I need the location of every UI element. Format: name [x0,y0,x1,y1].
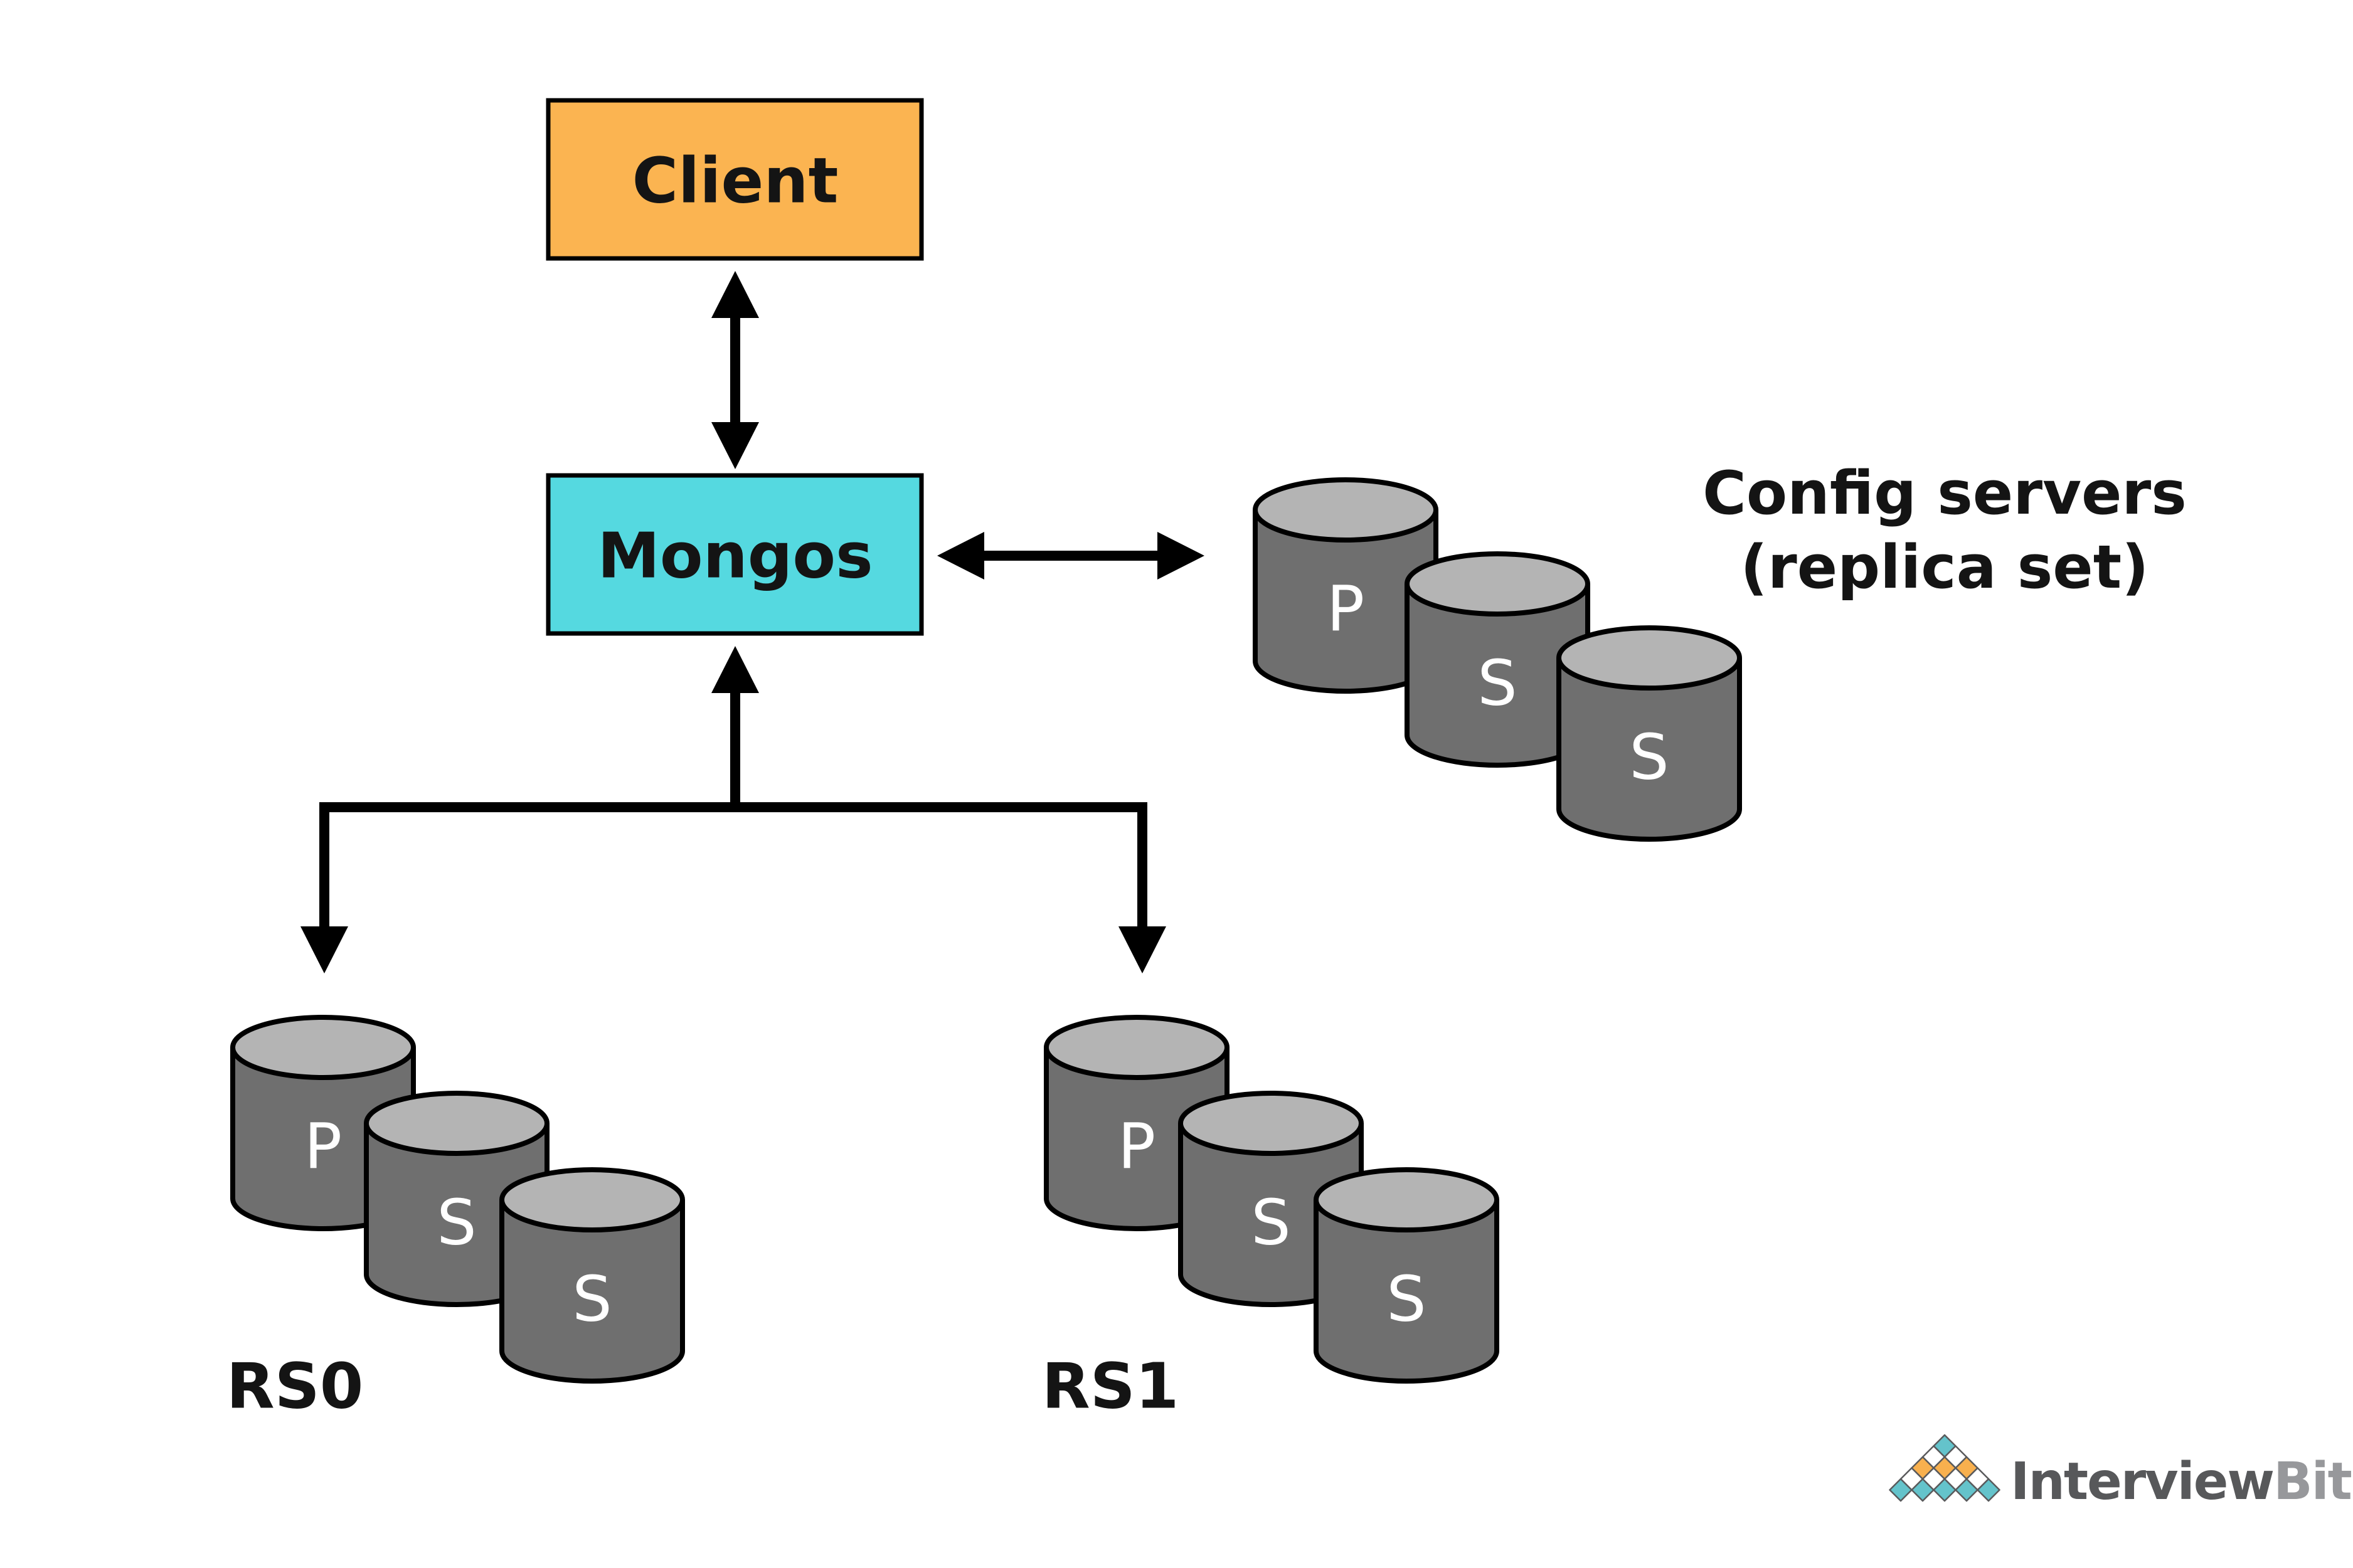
client-box [546,98,924,261]
arrowhead-up-icon [711,271,759,318]
mongos-shards-arrows [300,646,1166,973]
node-role-letter: P [1327,573,1364,646]
arrowhead-down-icon [1118,926,1166,973]
interviewbit-logo: InterviewBit [1889,1434,2353,1512]
logo-wordmark: InterviewBit [2010,1452,2352,1512]
cylinder-top [1556,625,1742,691]
logo-pyramid [1889,1434,2000,1502]
mongos-label: Mongos [597,519,873,593]
config-cylinder-secondary-1: S [1405,551,1590,768]
config-cylinder-secondary-2: S [1556,625,1742,842]
cylinder-top [230,1015,416,1080]
config-caption-line1: Config servers [1702,459,2187,528]
node-role-letter: S [572,1263,612,1336]
arrowhead-down-icon [711,422,759,469]
shard-rs1: P S S RS1 [1042,1015,1499,1423]
arrowhead-right-icon [1157,532,1204,580]
cylinder-top [1314,1167,1499,1232]
cylinder-top [364,1091,550,1156]
rs0-cylinder-secondary-2: S [499,1167,685,1384]
cylinder-body [499,1200,685,1384]
cylinder-top [499,1167,685,1232]
config-caption-line2: (replica set) [1740,533,2149,602]
arrowhead-down-icon [300,926,348,973]
client-label: Client [632,144,839,218]
node-role-letter: S [1386,1263,1426,1336]
rs1-cylinder-secondary-2: S [1314,1167,1499,1384]
arrowhead-up-icon [711,646,759,693]
mongos-node: Mongos [546,473,924,636]
cylinder-top [1044,1015,1230,1080]
branch-line [319,802,1147,930]
cylinder-top [1178,1091,1364,1156]
mongos-box [546,473,924,636]
shard-rs0: P S S RS0 [226,1015,685,1423]
cylinder-top [1405,551,1590,617]
logo-text-bold: Interview [2010,1452,2273,1512]
node-role-letter: S [1477,647,1517,720]
logo-diamond [1933,1456,1957,1480]
cylinder-body [1556,658,1742,842]
arrowhead-left-icon [937,532,984,580]
client-node: Client [546,98,924,261]
config-replica-set: P S S Config servers (replica set) [1253,459,2187,842]
logo-diamond [1911,1456,1935,1480]
client-mongos-arrow [711,271,759,469]
node-role-letter: S [1629,721,1669,794]
logo-text-light: Bit [2273,1452,2352,1512]
node-role-letter: S [437,1186,476,1259]
logo-diamonds-orange [1911,1456,1979,1480]
cylinder-body [1314,1200,1499,1384]
node-role-letter: P [1118,1110,1155,1184]
mongos-config-arrow [937,532,1204,580]
node-role-letter: P [304,1110,342,1184]
rs1-label: RS1 [1042,1350,1179,1423]
cylinder-top [1253,477,1438,543]
node-role-letter: S [1251,1186,1290,1259]
rs0-label: RS0 [226,1350,364,1423]
logo-diamond [1955,1456,1979,1480]
config-cylinder-primary: P [1253,477,1438,694]
